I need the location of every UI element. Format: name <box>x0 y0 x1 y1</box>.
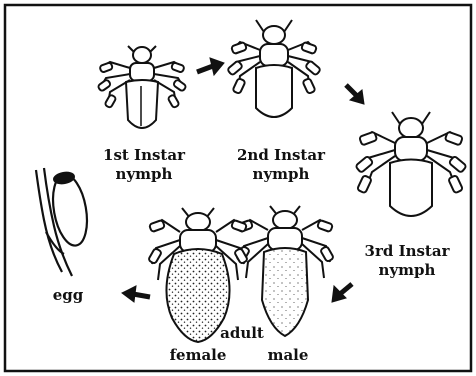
louse-adult-male-icon <box>236 206 334 336</box>
arrow-icon <box>122 286 150 302</box>
adult-label: adult <box>214 324 270 343</box>
arrow-icon <box>332 284 352 302</box>
nit-egg-icon <box>36 168 92 276</box>
second-instar-nymph-icon <box>227 20 321 117</box>
third-instar-nymph-icon <box>355 112 466 216</box>
first-instar-sub: nymph <box>94 165 194 184</box>
third-instar-sub: nymph <box>352 261 462 280</box>
arrow-icon <box>197 58 224 75</box>
first-instar-nymph-icon <box>97 46 186 128</box>
louse-adult-female-icon <box>148 208 248 342</box>
arrow-icon <box>346 85 364 104</box>
third-instar-label: 3rd Instar nymph <box>352 242 462 280</box>
first-instar-name: 1st Instar <box>94 146 194 165</box>
third-instar-name: 3rd Instar <box>352 242 462 261</box>
first-instar-label: 1st Instar nymph <box>94 146 194 184</box>
second-instar-label: 2nd Instar nymph <box>226 146 336 184</box>
second-instar-sub: nymph <box>226 165 336 184</box>
male-label: male <box>264 346 312 365</box>
female-label: female <box>166 346 230 365</box>
egg-label: egg <box>46 286 90 305</box>
second-instar-name: 2nd Instar <box>226 146 336 165</box>
